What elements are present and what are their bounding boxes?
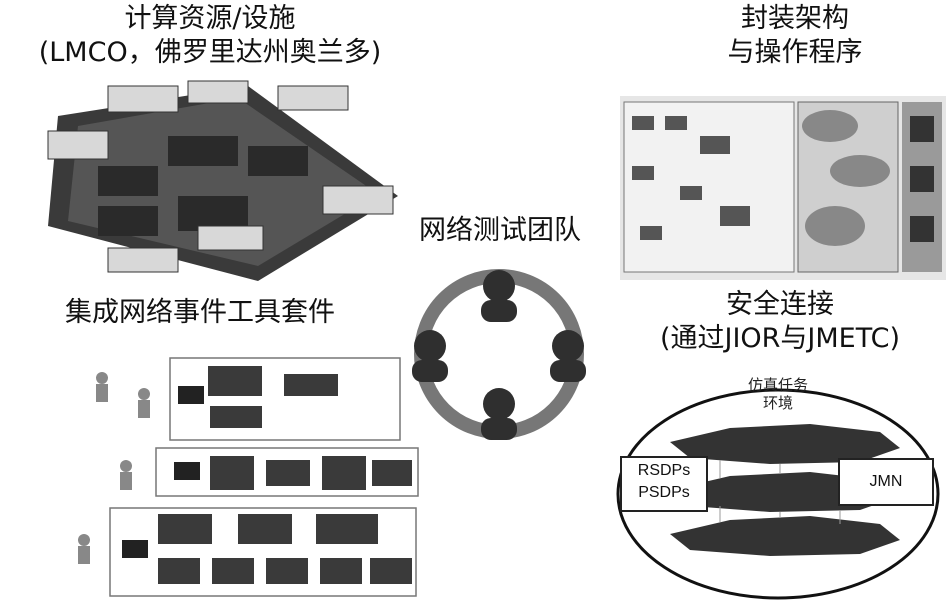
encap-title: 封装架构 与操作程序 <box>660 2 930 70</box>
compute-title-line1: 计算资源/设施 <box>124 3 296 34</box>
rsdps-box: RSDPs PSDPs <box>620 456 708 512</box>
secure-diagram: 仿真任务 环境 RSDPs PSDPs JMN <box>610 372 946 604</box>
facility-image <box>38 76 408 288</box>
rsdps-line1: RSDPs <box>637 462 691 479</box>
encap-title-line1: 封装架构 <box>741 3 849 34</box>
secure-title-line1: 安全连接 <box>726 289 834 320</box>
toolkit-title: 集成网络事件工具套件 <box>65 297 335 328</box>
rsdps-line2: PSDPs <box>638 484 690 501</box>
sim-env-label: 仿真任务 环境 <box>718 376 838 412</box>
compute-title: 计算资源/设施 (LMCO，佛罗里达州奥兰多) <box>0 2 420 70</box>
architecture-image <box>620 96 946 280</box>
person-icons <box>412 270 586 440</box>
secure-title: 安全连接 (通过JIOR与JMETC) <box>630 288 930 356</box>
secure-title-line2: (通过JIOR与JMETC) <box>659 323 901 354</box>
toolkit-diagram <box>70 344 420 600</box>
encap-title-line2: 与操作程序 <box>727 37 863 68</box>
sim-env-line2: 环境 <box>762 394 793 412</box>
jmn-label: JMN <box>869 473 903 490</box>
sim-env-line1: 仿真任务 <box>747 376 808 394</box>
compute-title-line2: (LMCO，佛罗里达州奥兰多) <box>38 37 382 68</box>
team-title: 网络测试团队 <box>419 215 581 246</box>
jmn-box: JMN <box>838 458 934 506</box>
team-ring <box>398 254 600 454</box>
